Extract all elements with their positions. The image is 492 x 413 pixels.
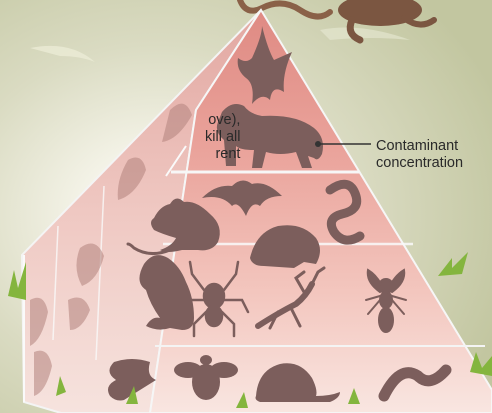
partial-caption-text: ove), kill all rent [205, 112, 240, 163]
leader-dot [315, 141, 321, 147]
label-line-1: Contaminant [376, 138, 463, 155]
label-line-2: concentration [376, 155, 463, 172]
caption-line: kill all [205, 129, 240, 146]
contaminant-concentration-label: Contaminant concentration [376, 138, 463, 172]
caption-line: ove), [205, 112, 240, 129]
caption-line: rent [205, 146, 240, 163]
